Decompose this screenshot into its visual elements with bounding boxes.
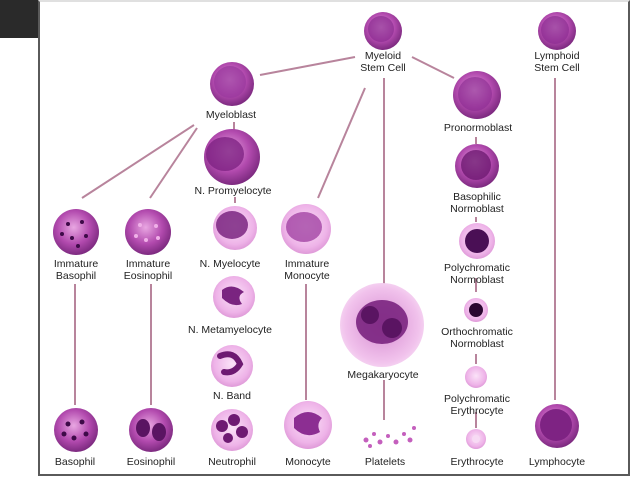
basophil-label: Basophil (54, 456, 96, 468)
lymphoid-stem-cell-image (538, 12, 576, 50)
polychromatic-erythrocyte-image (465, 366, 487, 388)
n-promyelocyte-label: N. Promyelocyte (194, 185, 272, 197)
n-metamyelocyte-label: N. Metamyelocyte (187, 324, 273, 336)
connector-line (317, 87, 366, 199)
polychromatic-normoblast-image (459, 223, 495, 259)
n-metamyelocyte-image (213, 276, 255, 318)
connector-line (81, 124, 195, 199)
lymphocyte-label: Lymphocyte (528, 456, 586, 468)
corner-bar (0, 0, 38, 38)
basophilic-normoblast-image (455, 144, 499, 188)
monocyte-image (284, 401, 332, 449)
neutrophil-image (211, 409, 253, 451)
lymphocyte-image (535, 404, 579, 448)
megakaryocyte-label: Megakaryocyte (347, 369, 419, 381)
pronormoblast-image (453, 71, 501, 119)
n-band-image (211, 345, 253, 387)
neutrophil-label: Neutrophil (208, 456, 256, 468)
pronormoblast-label: Pronormoblast (443, 122, 513, 134)
n-promyelocyte-image (204, 129, 260, 185)
n-myelocyte-image (213, 206, 257, 250)
myeloblast-label: Myeloblast (205, 109, 257, 121)
orthochromatic-normoblast-image (464, 298, 488, 322)
immature-basophil-image (53, 209, 99, 255)
myeloblast-image (210, 62, 254, 106)
erythrocyte-label: Erythrocyte (450, 456, 504, 468)
immature-eosinophil-image (125, 209, 171, 255)
platelets-label: Platelets (364, 456, 406, 468)
immature-monocyte-image (281, 204, 331, 254)
connector-lines (74, 56, 556, 428)
connector-line (259, 56, 356, 76)
erythrocyte-image (466, 429, 486, 449)
platelets-image (363, 426, 416, 448)
connector-line (411, 56, 455, 79)
myeloid-stem-cell-image (364, 12, 402, 50)
monocyte-label: Monocyte (285, 456, 331, 468)
megakaryocyte-image (340, 283, 424, 367)
n-band-label: N. Band (213, 390, 251, 402)
basophil-image (54, 408, 98, 452)
n-myelocyte-label: N. Myelocyte (199, 258, 261, 270)
eosinophil-image (129, 408, 173, 452)
connector-line (149, 127, 198, 199)
eosinophil-label: Eosinophil (126, 456, 176, 468)
